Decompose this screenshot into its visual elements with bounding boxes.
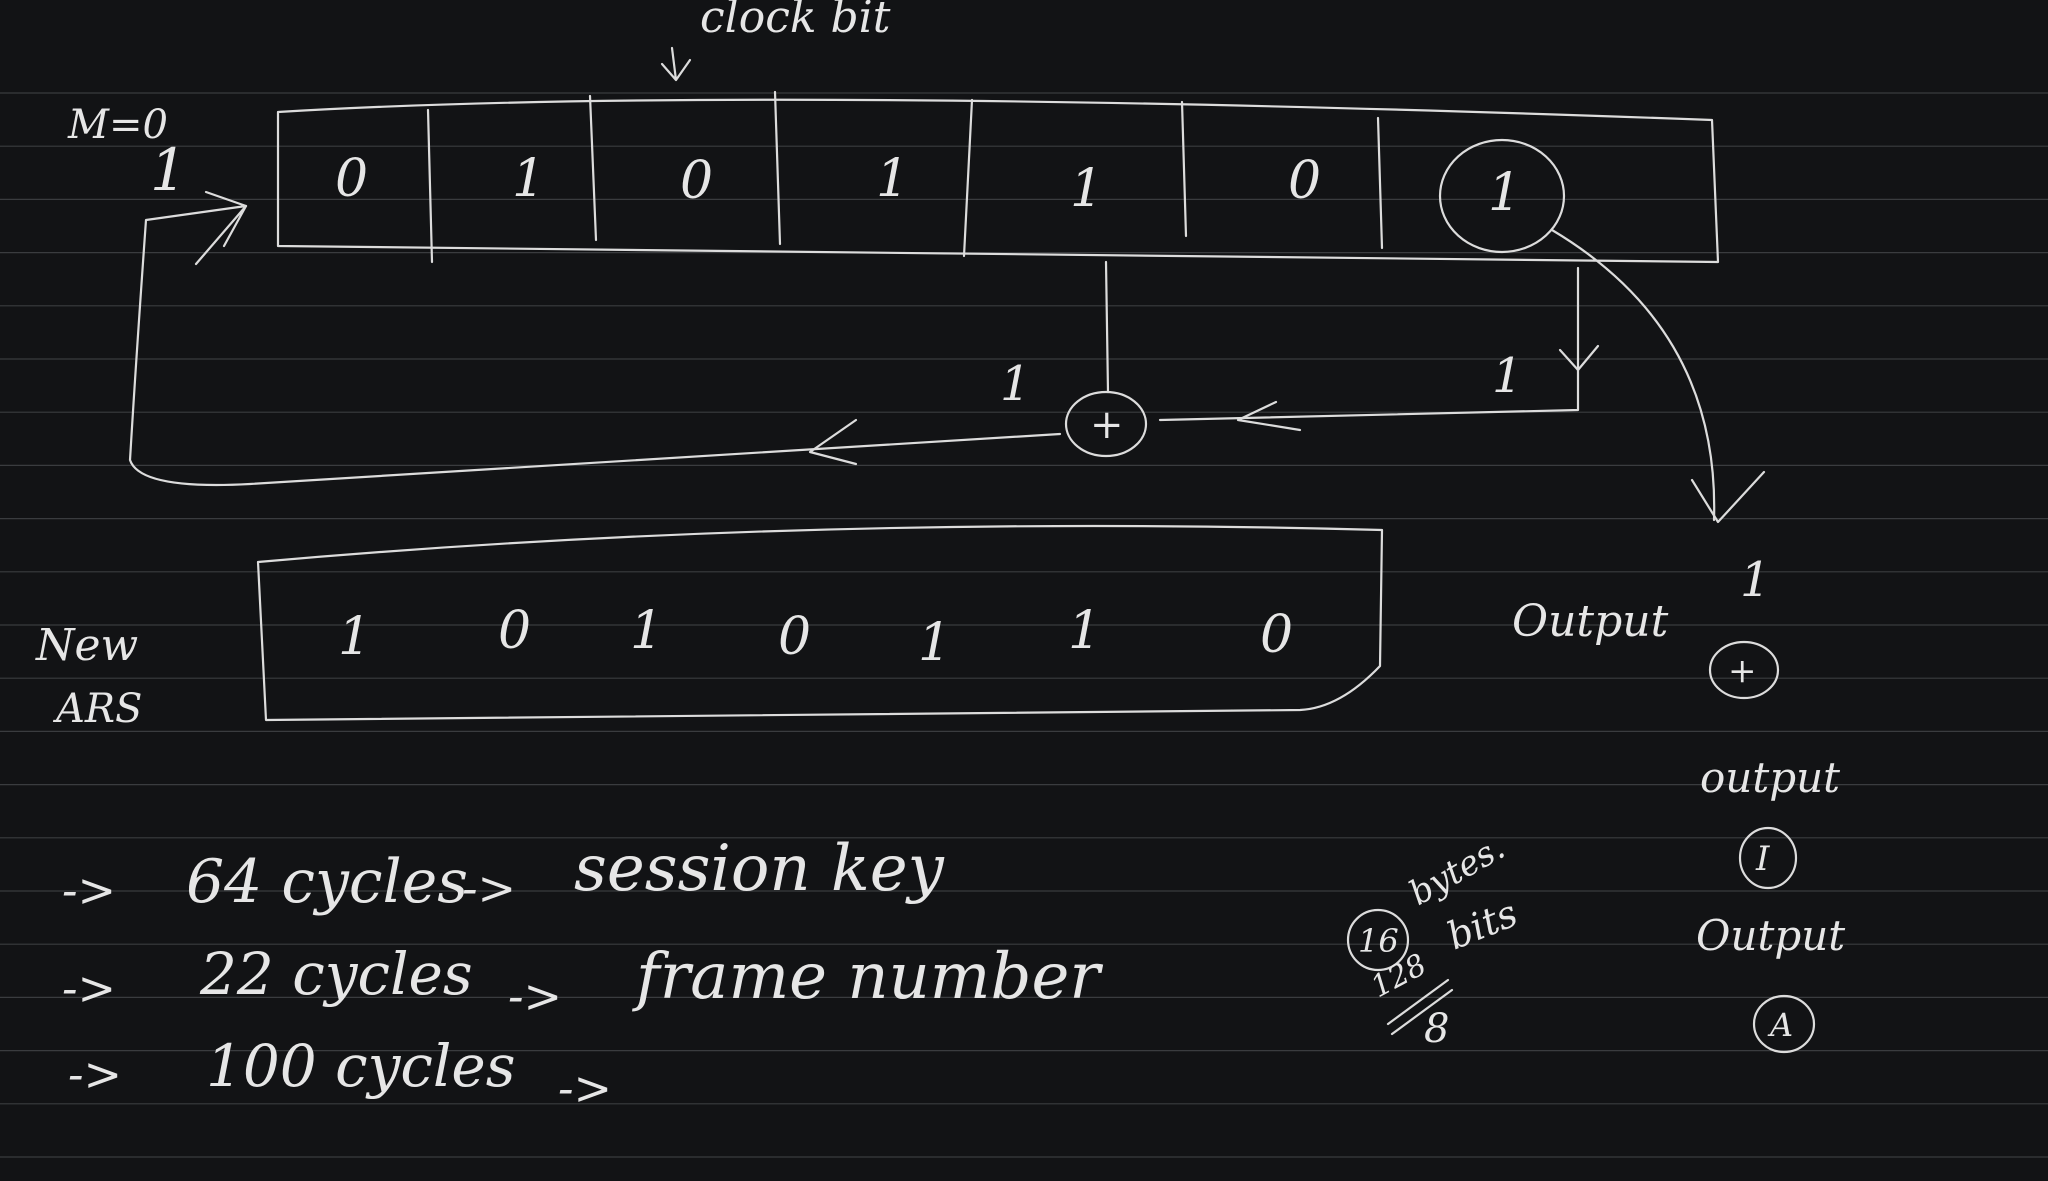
sixteen-circle-icon <box>1346 908 1410 972</box>
output-arrow-icon <box>1690 470 1766 524</box>
clock-bit-label: clock bit <box>700 0 891 43</box>
feedback-input-bit: 1 <box>150 136 187 204</box>
register-bit: 0 <box>335 149 368 209</box>
divide-line <box>1386 978 1454 1036</box>
register-bit: 1 <box>512 149 545 209</box>
cycle-arrow: -> <box>62 863 116 917</box>
cycle-notes: -> 64 cycles -> session key -> 22 cycles… <box>62 832 1103 1115</box>
register-bits: 0 1 0 1 1 0 1 <box>335 149 1521 223</box>
register-bit: 1 <box>876 149 909 209</box>
output-circle-symbol-2: I <box>1755 839 1770 879</box>
cycle-mid-arrow: -> <box>508 969 562 1023</box>
feedback-left-bit: 1 <box>1000 356 1031 412</box>
output-label-1: Output <box>1512 596 1669 647</box>
m-zero-label: M=0 <box>67 102 168 148</box>
output-label-3: Output <box>1696 911 1845 960</box>
new-register-box <box>256 524 1384 722</box>
tap-line-right <box>1158 266 1580 422</box>
output-label-2: output <box>1700 753 1840 802</box>
new-register-bits: 1 0 1 0 1 1 0 <box>338 601 1293 673</box>
cycle-mid-arrow: -> <box>462 861 516 915</box>
new-register-bit: 1 <box>338 607 371 667</box>
cycle-result: session key <box>574 832 945 906</box>
cycle-arrow: -> <box>68 1047 122 1101</box>
output-circle-icon <box>1752 994 1816 1054</box>
cycle-mid-arrow: -> <box>558 1061 612 1115</box>
ars-label: ARS <box>52 686 142 732</box>
tap-line-left <box>1104 260 1110 394</box>
register-dividers <box>426 90 1384 264</box>
xor-symbol: + <box>1090 402 1124 448</box>
register-bit: 1 <box>1070 159 1103 219</box>
register-bit: 0 <box>680 151 713 211</box>
new-register-bit: 0 <box>778 607 811 667</box>
eight-label: 8 <box>1424 1006 1449 1052</box>
feedback-right-bit: 1 <box>1492 348 1523 404</box>
output-circle-icon <box>1708 640 1780 700</box>
cycle-text: 100 cycles <box>206 1032 516 1100</box>
cycle-arrow: -> <box>62 961 116 1015</box>
output-circle-symbol-1: + <box>1728 651 1757 691</box>
new-register-bit: 1 <box>918 613 951 673</box>
cycle-text: 22 cycles <box>199 940 473 1008</box>
ruled-lines <box>0 92 2048 1158</box>
xor-gate-icon <box>1064 390 1148 458</box>
output-value-1: 1 <box>1740 552 1771 608</box>
new-register-bit: 0 <box>498 601 531 661</box>
xor-in-arrow-icon <box>1236 400 1302 432</box>
register-bit: 1 <box>1488 163 1521 223</box>
tap-arrow-icon <box>1558 344 1600 372</box>
new-register-bit: 1 <box>630 601 663 661</box>
output-circle-icon <box>1738 826 1798 890</box>
bits-label: bits <box>1441 891 1524 958</box>
feedback-loop-line <box>128 204 1062 487</box>
cycle-result: frame number <box>632 940 1103 1014</box>
new-register-bit: 1 <box>1068 601 1101 661</box>
register-bit: 0 <box>1288 151 1321 211</box>
cycle-text: 64 cycles <box>186 847 468 917</box>
output-bit-circle-icon <box>1438 138 1566 254</box>
output-curve-line <box>1550 228 1716 522</box>
new-register-bit: 0 <box>1260 605 1293 665</box>
new-label: New <box>35 620 138 671</box>
output-circle-symbol-3: A <box>1767 1006 1793 1044</box>
feedback-arrow-icon <box>808 418 858 466</box>
clock-arrow-icon <box>660 46 692 82</box>
bytes-number: 16 <box>1358 922 1399 960</box>
